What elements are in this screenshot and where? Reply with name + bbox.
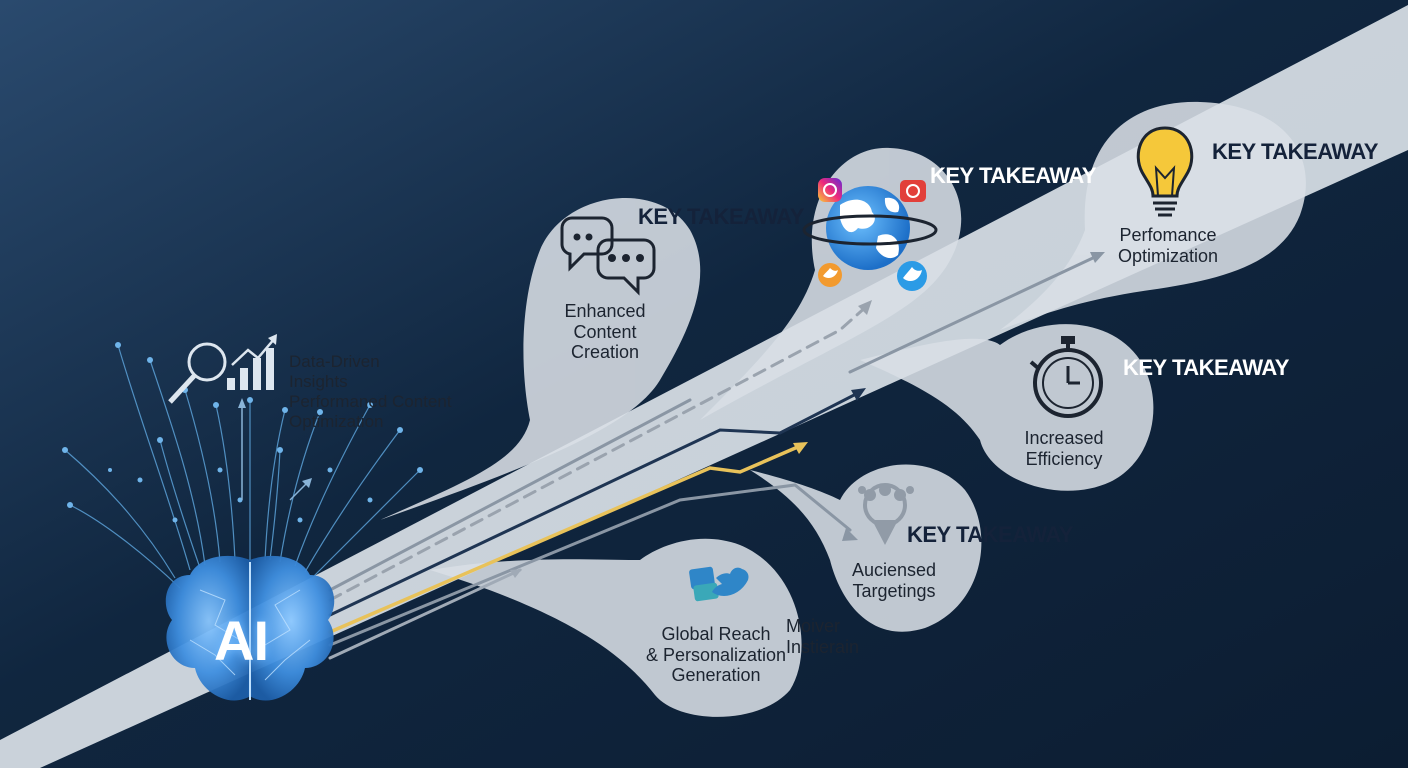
ai-hub-label: AI — [214, 609, 269, 672]
performance-label: Perfomance Optimization — [1100, 225, 1236, 266]
insights-line-1: Data-Driven — [289, 352, 380, 371]
flow-line-grey-1 — [328, 398, 692, 592]
performance-line-1: Perfomance — [1119, 225, 1217, 245]
audience-takeaway: KEY TAKEAWAY — [907, 522, 1073, 547]
chat-bubbles-icon — [560, 216, 656, 296]
twitter-orange-icon — [818, 263, 842, 287]
flow-line-grey-2 — [328, 568, 522, 660]
insights-label: Data-Driven Insights Performaned Content… — [289, 352, 452, 432]
neural-network-lines — [64, 344, 421, 589]
money-bird-icon — [689, 566, 749, 602]
content-line-3: Creation — [570, 342, 640, 362]
flow-lines — [328, 255, 1097, 660]
ai-brain-icon — [165, 555, 335, 701]
insights-line-3: Performaned Content — [289, 392, 452, 411]
flow-line-gold — [328, 444, 802, 634]
flow-line-dashed — [328, 303, 870, 602]
flow-line-to-audience — [328, 483, 852, 647]
social-takeaway: KEY TAKEAWAY — [930, 163, 1096, 188]
bubble-performance — [1000, 101, 1306, 330]
content-line-2: Content — [573, 321, 637, 342]
performance-takeaway: KEY TAKEAWAY — [1212, 139, 1378, 164]
flow-line-to-performance — [848, 255, 1097, 374]
audience-line-1: Auciensed — [851, 560, 937, 580]
content-line-1: Enhanced — [564, 301, 646, 321]
efficiency-line-1: Increased — [1024, 428, 1104, 448]
efficiency-label: Increased Efficiency — [1004, 428, 1124, 469]
lightbulb-icon — [1136, 126, 1194, 217]
flow-line-navy — [328, 390, 862, 617]
global-line-3: Generation — [671, 665, 761, 685]
globe-icon — [802, 186, 938, 270]
insights-line-4: Optimization — [289, 412, 384, 431]
bubble-efficiency — [860, 324, 1154, 491]
bubble-audience — [750, 464, 982, 632]
audience-label: Auciensed Targetings — [834, 560, 954, 601]
efficiency-takeaway: KEY TAKEAWAY — [1123, 355, 1289, 380]
global-extra-1: Moiver — [786, 616, 841, 636]
camera-icon — [900, 180, 926, 202]
performance-line-2: Optimization — [1117, 245, 1219, 266]
global-extra-2: Instierain — [786, 636, 860, 657]
search-analytics-icon — [168, 334, 277, 404]
efficiency-line-2: Efficiency — [1025, 448, 1103, 469]
twitter-icon — [897, 261, 927, 291]
global-line-2: & Personalization — [645, 644, 787, 665]
global-extra-label: Moiver Instierain — [786, 616, 859, 657]
instagram-icon — [818, 178, 842, 202]
insights-line-2: Insights — [289, 372, 348, 391]
audience-line-2: Targetings — [852, 580, 936, 601]
content-label: Enhanced Content Creation — [545, 301, 665, 363]
global-line-1: Global Reach — [661, 624, 771, 644]
flow-arrowheads — [510, 252, 1105, 578]
stopwatch-icon — [1029, 336, 1103, 418]
content-takeaway: KEY TAKEAWAY — [638, 204, 804, 229]
audience-icon — [858, 483, 914, 545]
global-label: Global Reach & Personalization Generatio… — [638, 624, 794, 686]
